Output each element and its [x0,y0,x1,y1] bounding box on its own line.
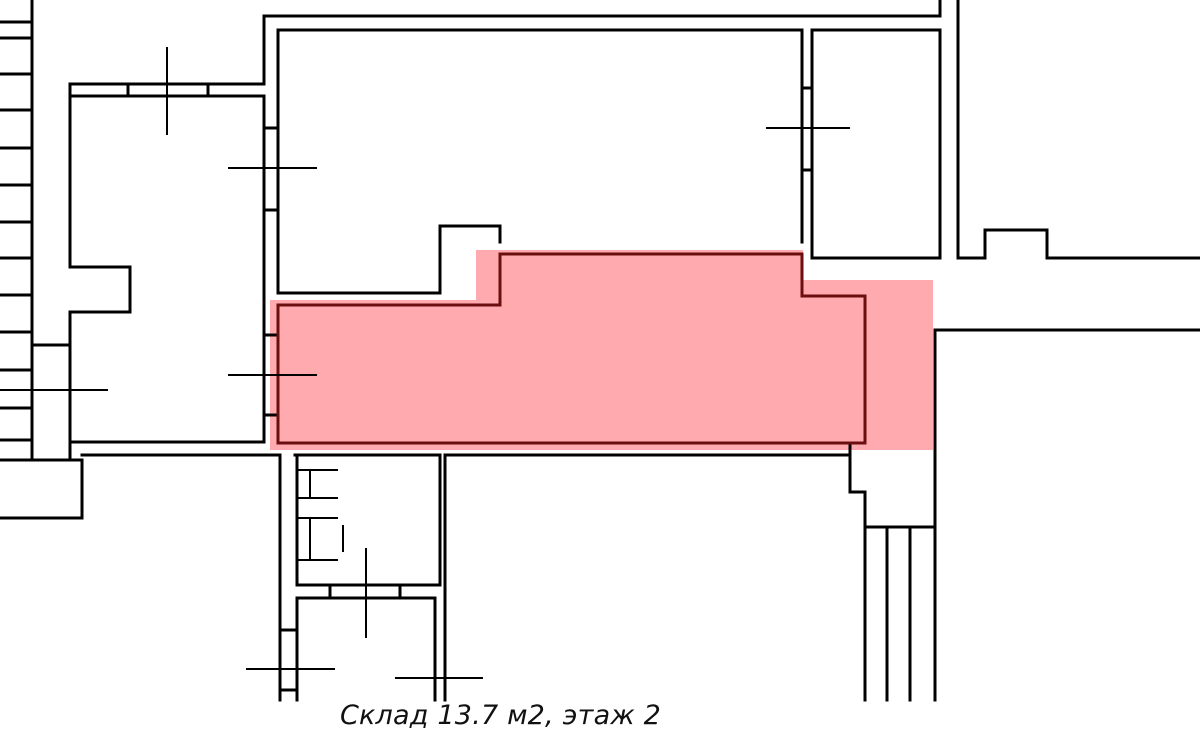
upper-middle-room-walls [276,28,814,295]
small-room-fixtures [297,469,344,561]
lower-corridor-walls [80,453,852,702]
upper-right-room-walls [810,28,942,260]
door-markers [0,47,850,679]
right-corridor-walls [848,0,1200,702]
highlighted-room-fill[interactable] [270,250,933,450]
plan-caption: Склад 13.7 м2, этаж 2 [340,700,662,731]
highlighted-room-outline [276,252,867,445]
